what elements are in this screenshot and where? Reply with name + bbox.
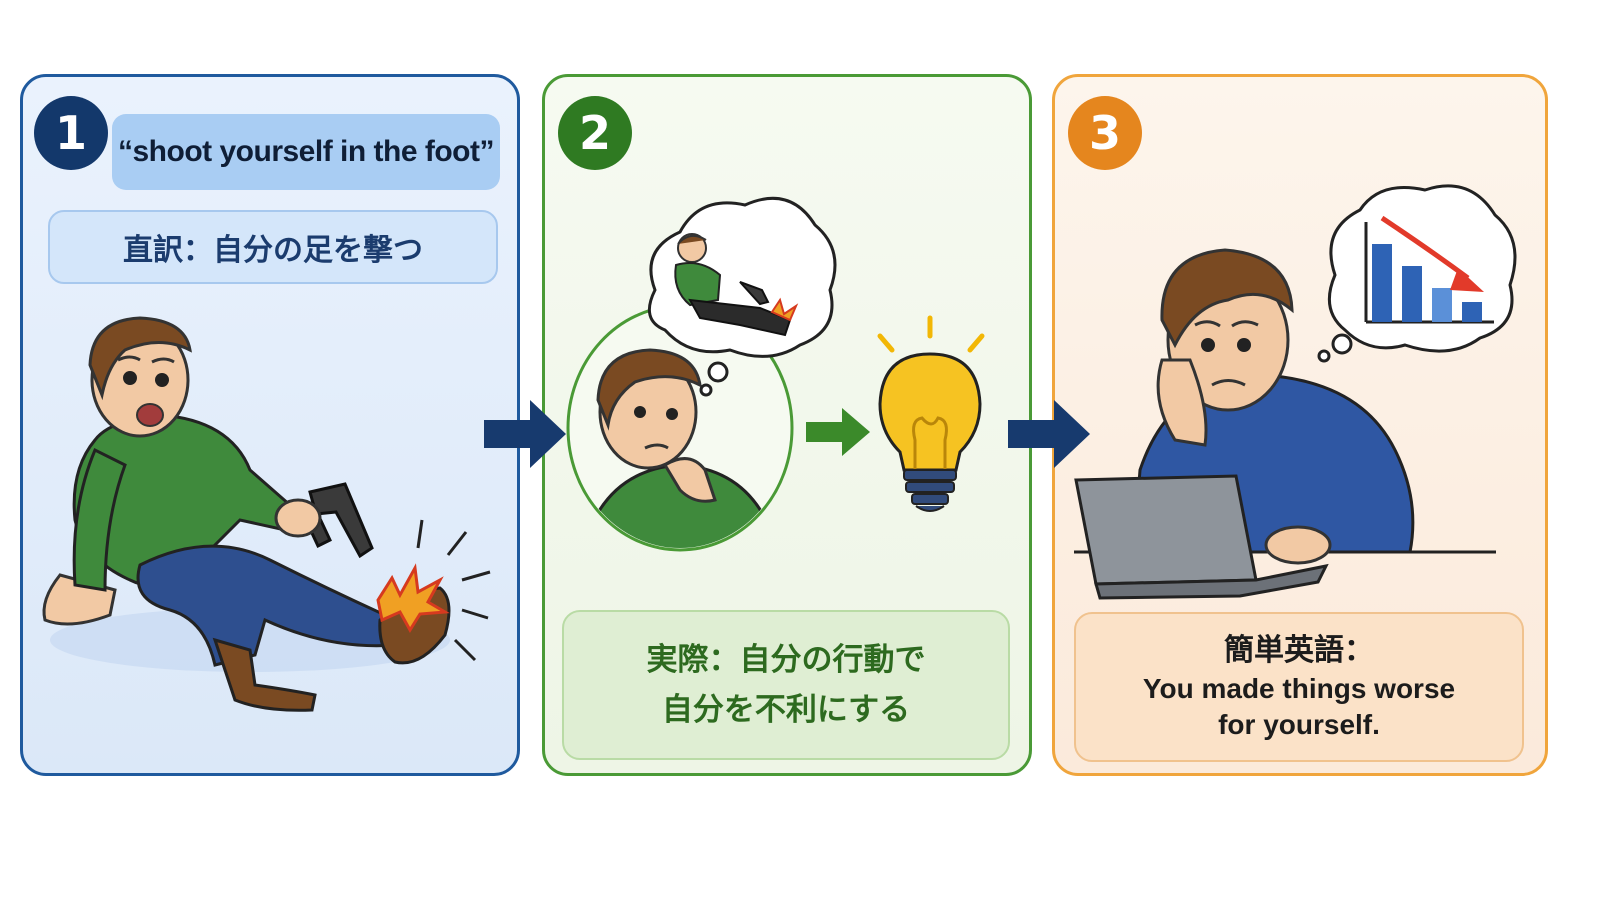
idiom-phrase: “shoot yourself in the foot” — [112, 114, 500, 190]
literal-translation: 直訳：自分の足を撃つ — [48, 210, 498, 284]
simple-english-label: 簡単英語： — [1224, 633, 1374, 668]
actual-meaning-line-2: 自分を不利にする — [661, 692, 911, 728]
step-1-badge: 1 — [34, 96, 108, 170]
man-shooting-foot-illustration — [42, 316, 491, 712]
lightbulb-icon — [877, 315, 985, 512]
thought-bubble-icon — [647, 196, 837, 397]
arrow-right-icon — [1008, 400, 1090, 468]
step-2-badge: 2 — [558, 96, 632, 170]
actual-meaning: 実際：自分の行動で 自分を不利にする — [562, 610, 1010, 760]
actual-meaning-line-1: 実際：自分の行動で — [646, 642, 926, 678]
declining-chart-icon — [1317, 184, 1517, 363]
laptop-icon — [1074, 474, 1329, 600]
thinking-man-illustration — [566, 196, 837, 552]
simple-english-line-1: You made things worse — [1142, 673, 1456, 704]
arrow-right-icon — [806, 408, 870, 456]
arrow-right-icon — [484, 400, 566, 468]
worried-man-laptop-illustration — [1074, 184, 1517, 600]
simple-english-line-2: for yourself. — [1218, 709, 1380, 740]
simple-english: 簡単英語： You made things worse for yourself… — [1074, 612, 1524, 762]
step-3-badge: 3 — [1068, 96, 1142, 170]
